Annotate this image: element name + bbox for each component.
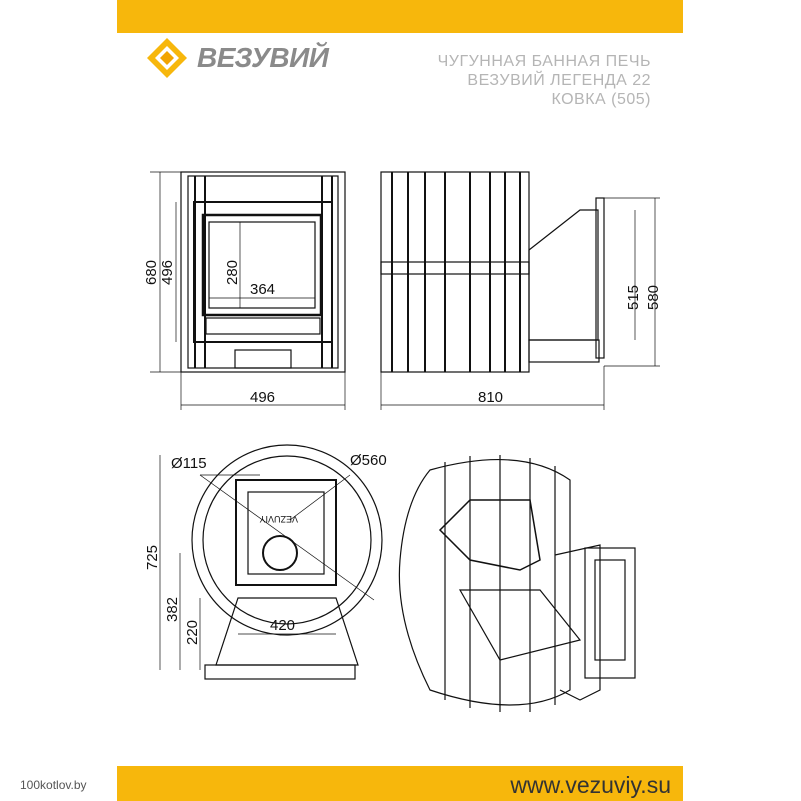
- dim-front-inner-height: 496: [159, 260, 176, 285]
- front-view: [150, 171, 346, 410]
- dim-front-height: 680: [143, 260, 160, 285]
- isometric-view: [398, 455, 636, 712]
- footer-band: [117, 766, 683, 801]
- brand-name: ВЕЗУВИЙ: [197, 42, 329, 73]
- dim-side-height: 580: [645, 285, 662, 310]
- stamp-text: VEZUVIY: [259, 514, 298, 524]
- dim-axis-offset: 382: [164, 597, 181, 622]
- title-line-2: ВЕЗУВИЙ ЛЕГЕНДА 22: [467, 72, 651, 89]
- website-link[interactable]: www.vezuviy.su: [510, 772, 671, 798]
- top-view: [159, 444, 383, 680]
- product-title: ЧУГУННАЯ БАННАЯ ПЕЧЬ ВЕЗУВИЙ ЛЕГЕНДА 22 …: [438, 52, 651, 109]
- dim-tunnel-offset: 220: [184, 620, 201, 645]
- dim-chimney-diameter: Ø115: [171, 455, 207, 472]
- dim-door-width: 364: [250, 281, 275, 298]
- logo-diamond-icon: [147, 38, 187, 78]
- title-line-3: КОВКА (505): [551, 91, 651, 108]
- dim-casing-diameter: Ø560: [350, 452, 387, 469]
- dim-front-width: 496: [250, 389, 275, 406]
- dim-side-depth: 810: [478, 389, 503, 406]
- title-line-1: ЧУГУННАЯ БАННАЯ ПЕЧЬ: [437, 53, 651, 70]
- dim-total-length: 725: [144, 545, 161, 570]
- dim-tunnel-width: 420: [270, 617, 295, 634]
- header-band: [117, 0, 683, 33]
- brand-logo: ВЕЗУВИЙ: [145, 36, 329, 80]
- dim-door-height: 280: [224, 260, 241, 285]
- dim-side-tunnel-height: 515: [625, 285, 642, 310]
- side-view: [380, 171, 660, 410]
- watermark: 100kotlov.by: [20, 778, 87, 792]
